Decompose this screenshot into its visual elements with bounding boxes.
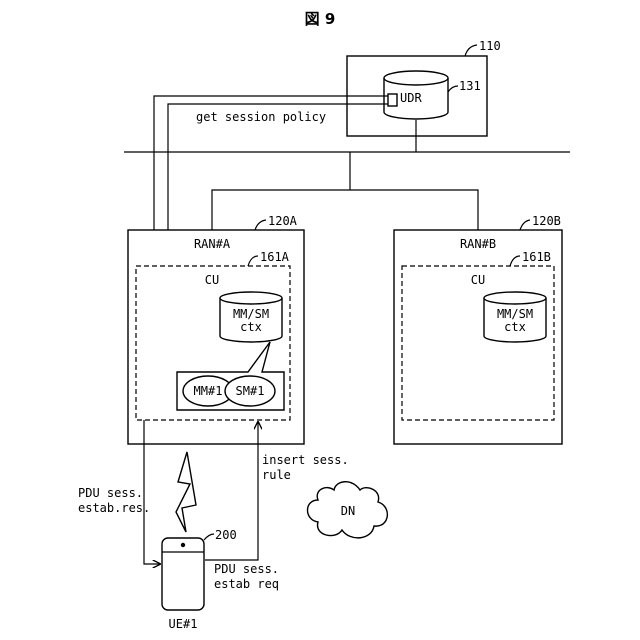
estab-res-line2: estab.res. (78, 501, 150, 515)
ue-phone-icon (162, 538, 204, 610)
cu-b-label: CU (471, 273, 485, 287)
estab-req-line2: estab req (214, 577, 279, 591)
ran-b-name: RAN#B (460, 237, 496, 251)
ue-name: UE#1 (169, 617, 198, 631)
ran-a-ref-leader (255, 220, 266, 230)
udr-system-ref: 110 (479, 39, 501, 53)
wireless-link-icon (176, 452, 196, 532)
insert-rule-line2: rule (262, 468, 291, 482)
cu-a-ref: 161A (260, 250, 290, 264)
figure-title: 図 9 (305, 10, 336, 28)
ran-interconnect (212, 190, 478, 230)
ran-b-db-line1: MM/SM (497, 307, 533, 321)
udr-db-ref: 131 (459, 79, 481, 93)
ran-a-db-line2: ctx (240, 320, 262, 334)
mm-context-label: MM#1 (194, 384, 223, 398)
dn-label: DN (341, 504, 355, 518)
ran-a-ref: 120A (268, 214, 298, 228)
session-policy-store (388, 94, 397, 106)
cu-b-ref: 161B (522, 250, 551, 264)
get-policy-label: get session policy (196, 110, 326, 124)
cu-a-label: CU (205, 273, 219, 287)
udr-db-label: UDR (400, 91, 422, 105)
estab-res-line1: PDU sess. (78, 486, 143, 500)
ran-b-ref: 120B (532, 214, 561, 228)
estab-req-line1: PDU sess. (214, 562, 279, 576)
udr-system-ref-leader (465, 45, 477, 56)
sm-context-label: SM#1 (236, 384, 265, 398)
insert-rule-line1: insert sess. (262, 453, 349, 467)
ran-b-db-line2: ctx (504, 320, 526, 334)
ran-b-ref-leader (520, 220, 530, 230)
ue-ref: 200 (215, 528, 237, 542)
ran-a-db-line1: MM/SM (233, 307, 269, 321)
ue-ref-leader (204, 534, 214, 540)
ran-a-name: RAN#A (194, 237, 231, 251)
